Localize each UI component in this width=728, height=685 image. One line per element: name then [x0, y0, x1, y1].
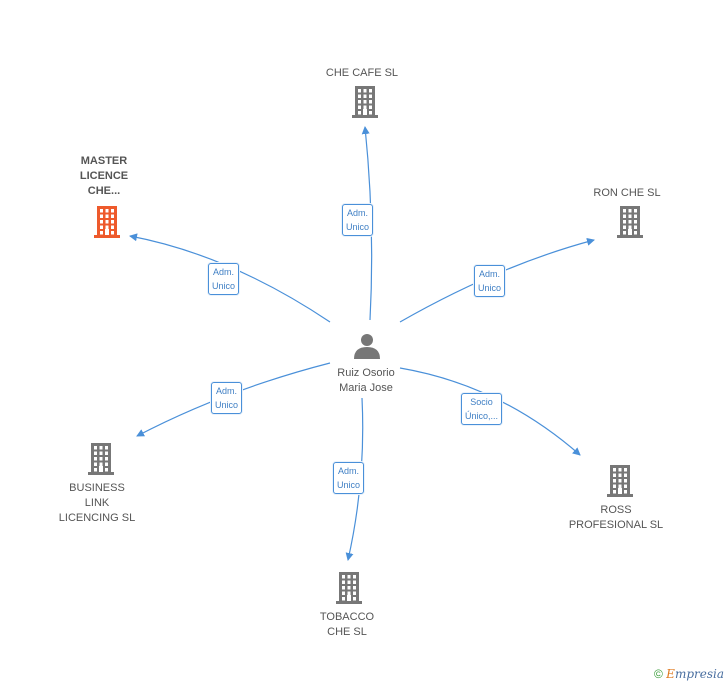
- edge-label-business-link[interactable]: Adm. Unico: [211, 382, 243, 414]
- brand-e: E: [666, 667, 675, 681]
- building-icon: [352, 86, 378, 118]
- edge-label-master-licence[interactable]: Adm. Unico: [208, 263, 240, 295]
- building-icon: [607, 465, 633, 497]
- node-label-che-cafe[interactable]: CHE CAFE SL: [325, 67, 399, 79]
- edge-label-tobacco-che[interactable]: Adm. Unico: [333, 462, 365, 494]
- building-icon: [336, 572, 362, 604]
- node-label-ron-che[interactable]: RON CHE SL: [593, 187, 661, 199]
- building-icon: [88, 443, 114, 475]
- building-icon: [94, 206, 120, 238]
- copyright-symbol: ©: [653, 667, 663, 681]
- edge-label-ron-che[interactable]: Adm. Unico: [474, 265, 506, 297]
- node-label-business-link[interactable]: BUSINESS LINK LICENCING SL: [58, 482, 136, 524]
- node-label-ross-profesional[interactable]: ROSS PROFESIONAL SL: [568, 504, 664, 531]
- brand-logo: © Empresia: [654, 667, 724, 681]
- node-label-tobacco-che[interactable]: TOBACCO CHE SL: [319, 611, 375, 638]
- person-icon: [354, 334, 380, 359]
- center-person-name[interactable]: Ruiz Osorio Maria Jose: [337, 367, 395, 394]
- node-label-master-licence[interactable]: MASTER LICENCE CHE...: [79, 155, 129, 197]
- building-icon: [617, 206, 643, 238]
- edge-label-ross-profesional[interactable]: Socio Único,...: [461, 393, 503, 425]
- brand-name: mpresia: [674, 667, 724, 681]
- edge-label-che-cafe[interactable]: Adm. Unico: [342, 204, 374, 236]
